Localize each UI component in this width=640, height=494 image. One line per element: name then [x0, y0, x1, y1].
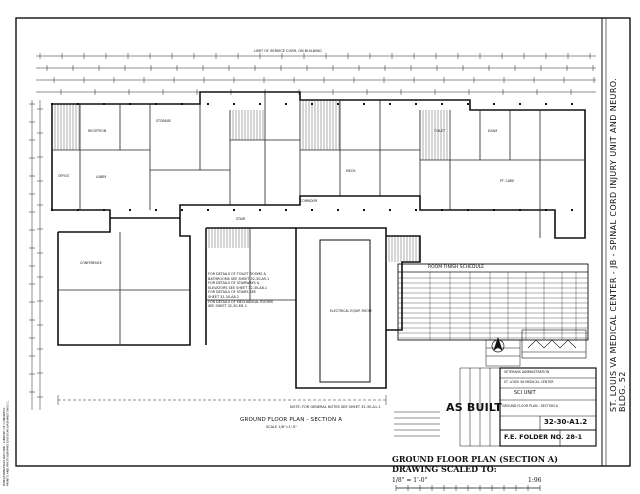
left-dimension-lines: [31, 100, 41, 410]
plan-title: GROUND FLOOR PLAN - SECTION A: [240, 417, 343, 423]
room-label: RECEPTION: [88, 129, 107, 133]
north-arrow: [491, 336, 505, 353]
room-finish-schedule: [397, 263, 589, 341]
tb-folder: F.E. FOLDER NO. 28-1: [504, 433, 583, 441]
plan-scale: SCALE 1/8"=1'-0": [266, 425, 297, 429]
footer-scale-left: 1/8" = 1'-0": [392, 477, 428, 484]
note-line: FOR DETAILS OF MECHANICAL ROOMS: [208, 299, 274, 304]
sheet-border: [15, 17, 631, 467]
as-built-stamp: AS BUILT: [446, 401, 502, 414]
room-label: LOBBY: [96, 175, 107, 179]
note-line: FOR DETAILS OF TOILET ROOMS &: [208, 272, 267, 276]
note-line: FOR DETAILS OF STAIRWAYS &: [208, 281, 260, 286]
note-line: ELEVATORS SEE SHEET 32-30-A8.1: [208, 285, 268, 290]
room-label: CORRIDOR: [300, 199, 318, 203]
tb-agency: VETERANS ADMINISTRATION: [504, 370, 550, 374]
note-line: FOR DETAILS OF STAIRS SEE: [208, 290, 257, 295]
legend-block: [485, 339, 521, 367]
revision-columns: [459, 367, 501, 447]
room-label: MECH.: [346, 169, 357, 173]
tb-sheet-number: 32-30-A1.2: [544, 418, 588, 426]
footer-title: GROUND FLOOR PLAN (SECTION A): [392, 454, 558, 464]
room-label: STAIR: [236, 217, 246, 221]
detail-diagram: [521, 329, 587, 359]
scale-bar: [395, 485, 541, 491]
room-label: TOILET: [434, 129, 446, 133]
building-walls: [51, 91, 586, 389]
note-line: SHEET 32-30-A8.2: [208, 294, 239, 299]
notes-block: FOR DETAILS OF TOILET ROOMS & BATHROOMS …: [208, 272, 294, 309]
footer-scaled: DRAWING SCALED TO:: [392, 464, 497, 474]
top-dimension-lines: [36, 55, 596, 93]
room-label: EXAM: [488, 129, 498, 133]
approval-lines: [394, 411, 440, 437]
room-label: ELECTRICAL EQUIP. ROOM: [330, 309, 372, 313]
footer-scale-right: 1:96: [528, 477, 542, 484]
note-line: SEE SHEET 32-30-M1.1: [208, 304, 248, 309]
note-line: BATHROOMS SEE SHEET 32-30-A9.1: [208, 276, 270, 281]
room-label: PT. CARE: [500, 179, 515, 183]
schedule-title: ROOM FINISH SCHEDULE: [428, 265, 485, 270]
tb-project: ST. LOUIS VA MEDICAL CENTER: [504, 380, 554, 384]
general-notes-line: NOTE: FOR GENERAL NOTES SEE SHEET 32-30-…: [290, 405, 381, 409]
tb-drawing: GROUND FLOOR PLAN - SECTION A: [502, 404, 558, 408]
room-label: OFFICE: [58, 174, 70, 178]
top-dimension-note: LIMIT OF SERVICE CORR. ON BUILDING: [254, 49, 322, 53]
room-label: STORAGE: [156, 119, 172, 123]
room-label: CONFERENCE: [80, 261, 102, 265]
tb-building: SCI UNIT: [514, 390, 536, 396]
archive-stamp: HABS/HAER/HALS RECORD - LIBRARY OF CONGR…: [2, 400, 10, 486]
sheet-title-vertical: ST. LOUIS VA MEDICAL CENTER - JB - SPINA…: [609, 77, 627, 412]
